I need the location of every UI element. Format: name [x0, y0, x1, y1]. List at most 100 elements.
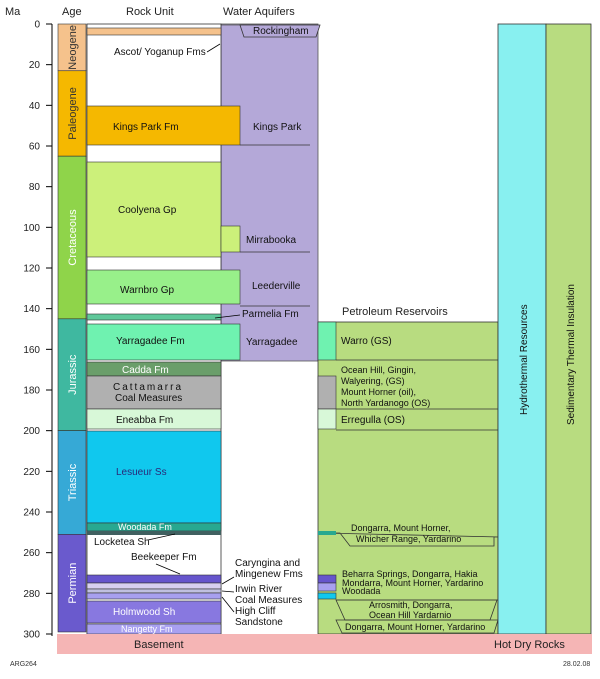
hydrothermal-column [497, 23, 547, 635]
axis-tick-label: 280 [23, 589, 40, 600]
label-coolyena: Coolyena Gp [118, 205, 177, 216]
axis-tick-label: 140 [23, 304, 40, 315]
rock-coolyena-aquifer [220, 225, 241, 253]
header-age: Age [62, 6, 82, 18]
rock-lesueur [86, 430, 222, 524]
age-triassic [57, 430, 87, 535]
header-water-aquifers: Water Aquifers [223, 6, 295, 18]
petro-woodada-swatch [317, 582, 337, 592]
axis-tick-label: 240 [23, 508, 40, 519]
label-holmwood: Holmwood Sh [113, 607, 175, 618]
arrow-ascot [206, 43, 221, 53]
axis-tick-label: 260 [23, 548, 40, 559]
age-label-cretaceous: Cretaceous [67, 209, 79, 266]
label-beekeeper: Beekeeper Fm [131, 552, 197, 563]
axis-tick-label: 220 [23, 467, 40, 478]
petro-warro-swatch [317, 321, 337, 361]
petro-ocean-swatch [317, 375, 337, 410]
age-permian [57, 534, 87, 633]
label-cattamarra-1: Cattamarra [113, 382, 183, 393]
arrow-highcliff [221, 596, 235, 613]
age-label-paleogene: Paleogene [67, 87, 79, 140]
rock-beekeeper [86, 574, 222, 584]
label-carynginia-2: Mingenew Fms [235, 569, 303, 580]
petro-beharra-2: Mondarra, Mount Horner, Yardarino [342, 578, 483, 588]
age-paleogene [57, 70, 87, 157]
age-label-jurassic: Jurassic [67, 354, 79, 395]
rock-warnbro [86, 269, 241, 305]
rock-parmelia [86, 313, 222, 321]
rock-coolyena [86, 161, 222, 258]
label-highcliff-1: High Cliff [235, 606, 276, 617]
insulation-label: Sedimentary Thermal Insulation [566, 284, 577, 425]
label-woodada: Woodada Fm [118, 522, 172, 532]
label-kockatea: Locketea Sh [94, 537, 150, 548]
label-irwin-2: Coal Measures [235, 595, 302, 606]
age-jurassic [57, 318, 87, 431]
aquifer-leederville: Leederville [252, 281, 301, 292]
age-column: NeogenePaleogeneCretaceousJurassicTriass… [57, 23, 87, 633]
petro-ocean-3: Mount Horner (oil), [341, 387, 416, 397]
hot-dry-rocks-label: Hot Dry Rocks [494, 639, 565, 651]
label-carynginia-1: Caryngina and [235, 558, 300, 569]
label-ascot: Ascot/ Yoganup Fms [114, 47, 206, 58]
label-parmelia: Parmelia Fm [242, 309, 299, 320]
axis-tick-label: 80 [29, 182, 41, 193]
header-petroleum: Petroleum Reservoirs [342, 306, 448, 318]
petro-erregulla: Erregulla (OS) [341, 415, 405, 426]
rock-kings-park [86, 105, 241, 146]
petro-dongarra-3: Dongarra, Mount Horner, Yardarino [345, 622, 485, 632]
rock-kockatea [87, 531, 221, 535]
petro-woodada: Woodada [342, 586, 380, 596]
rock-carynginia [86, 582, 222, 590]
aquifer-column [220, 23, 319, 362]
label-cadda: Cadda Fm [122, 365, 169, 376]
axis-tick-label: 200 [23, 426, 40, 437]
rock-cattamarra [86, 375, 222, 410]
label-kings-park: Kings Park Fm [113, 122, 179, 133]
age-neogene [57, 23, 87, 72]
hydrothermal-label: Hydrothermal Resources [519, 304, 530, 415]
axis-tick-label: 100 [23, 223, 40, 234]
petro-warro: Warro (GS) [341, 336, 392, 347]
ref-code: ARG264 [10, 661, 37, 668]
aquifer-rockingham: Rockingham [253, 26, 309, 37]
petro-beharra-swatch [317, 574, 337, 584]
age-label-triassic: Triassic [67, 463, 79, 501]
aquifer-kings-park: Kings Park [253, 122, 302, 133]
petro-arrosmith-2: Ocean Hill Yardarnio [369, 610, 451, 620]
age-label-permian: Permian [67, 563, 79, 604]
axis-ticks: 0204060801001201401601802002202402602803… [23, 20, 52, 641]
axis-tick-label: 40 [29, 101, 41, 112]
petro-ocean-2: Walyering, (GS) [341, 376, 405, 386]
basement-label: Basement [134, 639, 184, 651]
label-eneabba: Eneabba Fm [116, 415, 173, 426]
age-label-neogene: Neogene [67, 25, 79, 70]
label-nangetty: Nangetty Fm [121, 624, 173, 634]
arrow-carynginia [221, 576, 235, 585]
label-cattamarra-2: Coal Measures [115, 393, 182, 404]
petro-dongarra3-bracket [335, 619, 499, 634]
age-cretaceous [57, 155, 87, 320]
aquifer-yarragadee: Yarragadee [246, 337, 298, 348]
petro-arrosmith-swatch [317, 592, 337, 600]
insulation-column [545, 23, 592, 635]
basement-bar [57, 634, 592, 654]
axis-tick-label: 60 [29, 142, 41, 153]
label-warnbro: Warnbro Gp [120, 285, 175, 296]
petro-beharra-1: Beharra Springs, Dongarra, Hakia [342, 569, 478, 579]
header-rock-unit: Rock Unit [126, 6, 174, 18]
axis-tick-label: 300 [23, 630, 40, 641]
arrow-parmelia [214, 314, 241, 319]
label-yarragadee: Yarragadee Fm [116, 336, 185, 347]
rock-ascot [86, 27, 222, 36]
label-lesueur: Lesueur Ss [116, 467, 167, 478]
petro-dongarra-swatch [318, 531, 336, 535]
aquifer-mirrabooka: Mirrabooka [246, 235, 296, 246]
axis-tick-label: 120 [23, 264, 40, 275]
arrow-beekeeper [155, 563, 181, 575]
date-code: 28.02.08 [563, 661, 590, 668]
petro-erregulla-swatch [317, 408, 337, 430]
petro-dongarra-1: Dongarra, Mount Horner, [351, 523, 451, 533]
petro-ocean-1: Ocean Hill, Gingin, [341, 365, 416, 375]
